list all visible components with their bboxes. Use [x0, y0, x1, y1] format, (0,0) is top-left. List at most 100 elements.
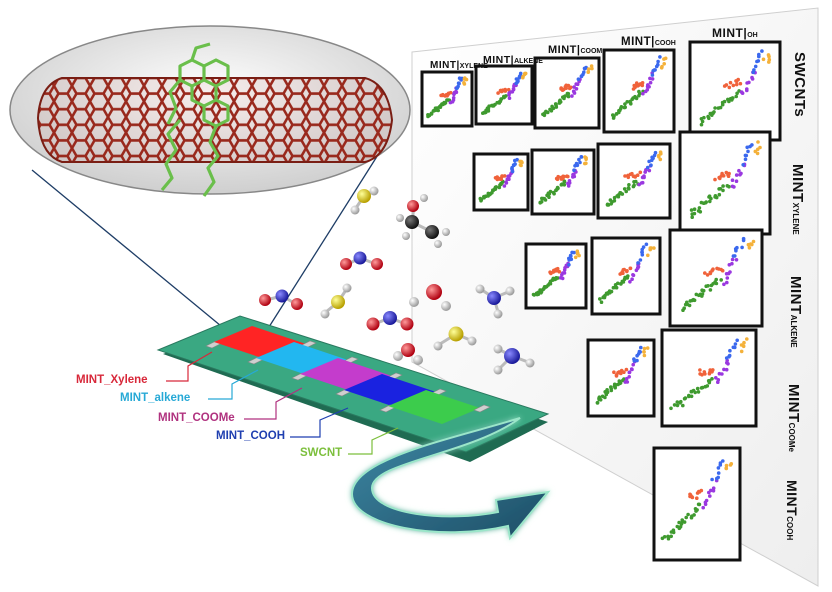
cluster-point	[756, 140, 760, 144]
cluster-point	[567, 86, 572, 91]
cluster-point	[703, 201, 708, 205]
cluster-point	[753, 64, 758, 69]
cluster-point	[550, 104, 554, 109]
cluster-point	[751, 239, 756, 244]
cluster-point	[519, 163, 523, 168]
cluster-point	[640, 81, 645, 85]
cluster-point	[624, 189, 628, 194]
cluster-point	[699, 488, 704, 493]
cluster-point	[635, 173, 640, 177]
cluster-point	[699, 122, 704, 127]
cluster-point	[562, 174, 566, 179]
cluster-point	[679, 522, 684, 526]
cluster-point	[666, 536, 671, 541]
cluster-point	[631, 362, 635, 367]
cluster-point	[566, 91, 571, 96]
cluster-point	[513, 162, 517, 166]
cluster-point	[616, 370, 620, 375]
cluster-point	[576, 77, 581, 81]
cluster-point	[618, 381, 623, 385]
cluster-point	[634, 81, 639, 85]
cluster-point	[554, 103, 558, 108]
cluster-point	[737, 168, 741, 173]
cluster-point	[729, 462, 734, 466]
cluster-point	[669, 534, 673, 539]
cluster-point	[504, 94, 508, 98]
cluster-point	[598, 398, 603, 402]
cluster-point	[722, 367, 726, 372]
cluster-point	[682, 520, 687, 524]
cluster-point	[612, 114, 616, 118]
cluster-point	[728, 80, 733, 85]
cluster-point	[708, 494, 712, 498]
cluster-point	[623, 174, 627, 178]
cluster-point	[722, 282, 726, 287]
cluster-point	[700, 119, 705, 124]
cluster-point	[760, 49, 764, 53]
cluster-point	[507, 177, 511, 181]
cluster-point	[671, 528, 676, 532]
cluster-point	[724, 466, 729, 471]
column-header-cooh: MINT|COOH	[621, 36, 676, 48]
cluster-point	[627, 375, 631, 379]
cluster-point	[623, 102, 627, 106]
cluster-point	[734, 173, 739, 177]
cluster-point	[689, 394, 694, 399]
cluster-point	[735, 338, 739, 343]
cluster-point	[745, 145, 749, 150]
cluster-point	[740, 245, 744, 250]
cluster-point	[563, 94, 567, 98]
cluster-point	[709, 488, 713, 493]
cluster-point	[709, 196, 713, 201]
cluster-point	[757, 52, 761, 57]
cluster-point	[731, 83, 736, 88]
label-leaders	[166, 351, 399, 455]
cluster-point	[692, 211, 697, 216]
cluster-point	[696, 209, 701, 213]
cluster-point	[646, 253, 650, 258]
cluster-point	[724, 463, 729, 468]
cluster-point	[745, 87, 749, 91]
cluster-point	[743, 157, 748, 162]
cluster-point	[707, 380, 712, 385]
cluster-point	[735, 245, 739, 250]
cluster-point	[586, 70, 590, 74]
response-cell	[524, 242, 588, 310]
cluster-point	[627, 183, 631, 187]
cluster-point	[700, 292, 705, 296]
cluster-point	[641, 91, 645, 96]
cluster-point	[639, 345, 643, 350]
cluster-point	[625, 269, 629, 274]
cluster-point	[721, 188, 725, 193]
cluster-point	[647, 159, 651, 164]
cluster-point	[652, 246, 656, 250]
cluster-point	[711, 267, 715, 272]
cluster-point	[622, 187, 627, 191]
cluster-point	[672, 403, 677, 407]
cluster-point	[568, 253, 573, 258]
cluster-point	[647, 168, 652, 173]
cluster-point	[706, 284, 710, 288]
cluster-point	[705, 273, 710, 277]
molecule-icon	[259, 186, 535, 375]
cluster-point	[710, 377, 714, 381]
cluster-point	[734, 179, 739, 183]
cluster-point	[429, 112, 434, 116]
cluster-point	[690, 215, 694, 219]
cluster-point	[531, 292, 536, 297]
response-cell	[678, 130, 772, 236]
cluster-point	[640, 180, 645, 185]
cluster-point	[708, 199, 712, 204]
cluster-point	[713, 106, 717, 110]
cluster-point	[719, 278, 723, 282]
sensor-label-alkene: MINT_alkene	[120, 392, 191, 404]
cluster-point	[625, 276, 630, 280]
cluster-point	[577, 157, 581, 162]
cluster-point	[727, 184, 731, 189]
cluster-point	[715, 266, 719, 271]
cluster-point	[519, 159, 524, 164]
cluster-point	[701, 288, 706, 293]
cluster-point	[562, 179, 567, 183]
cluster-point	[642, 353, 647, 358]
cluster-point	[716, 378, 721, 382]
